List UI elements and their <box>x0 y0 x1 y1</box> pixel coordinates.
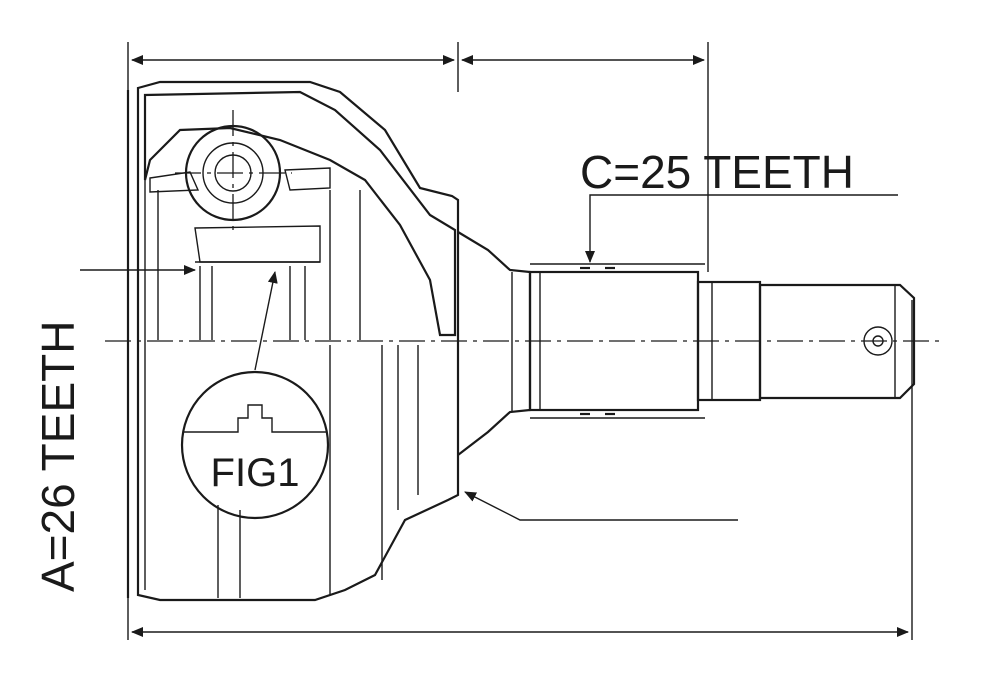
stub-shaft <box>457 231 916 456</box>
fig1-detail: FIG1 <box>180 370 330 520</box>
outer-housing <box>126 80 460 602</box>
ball-cage <box>175 110 320 340</box>
spline-a-label: A=26 TEETH <box>32 321 84 592</box>
leader-lines <box>80 194 898 521</box>
fig1-label: FIG1 <box>211 451 300 495</box>
dimension-lines <box>131 55 909 637</box>
spline-c-label: C=25 TEETH <box>580 146 854 198</box>
section-hatching <box>143 90 457 337</box>
